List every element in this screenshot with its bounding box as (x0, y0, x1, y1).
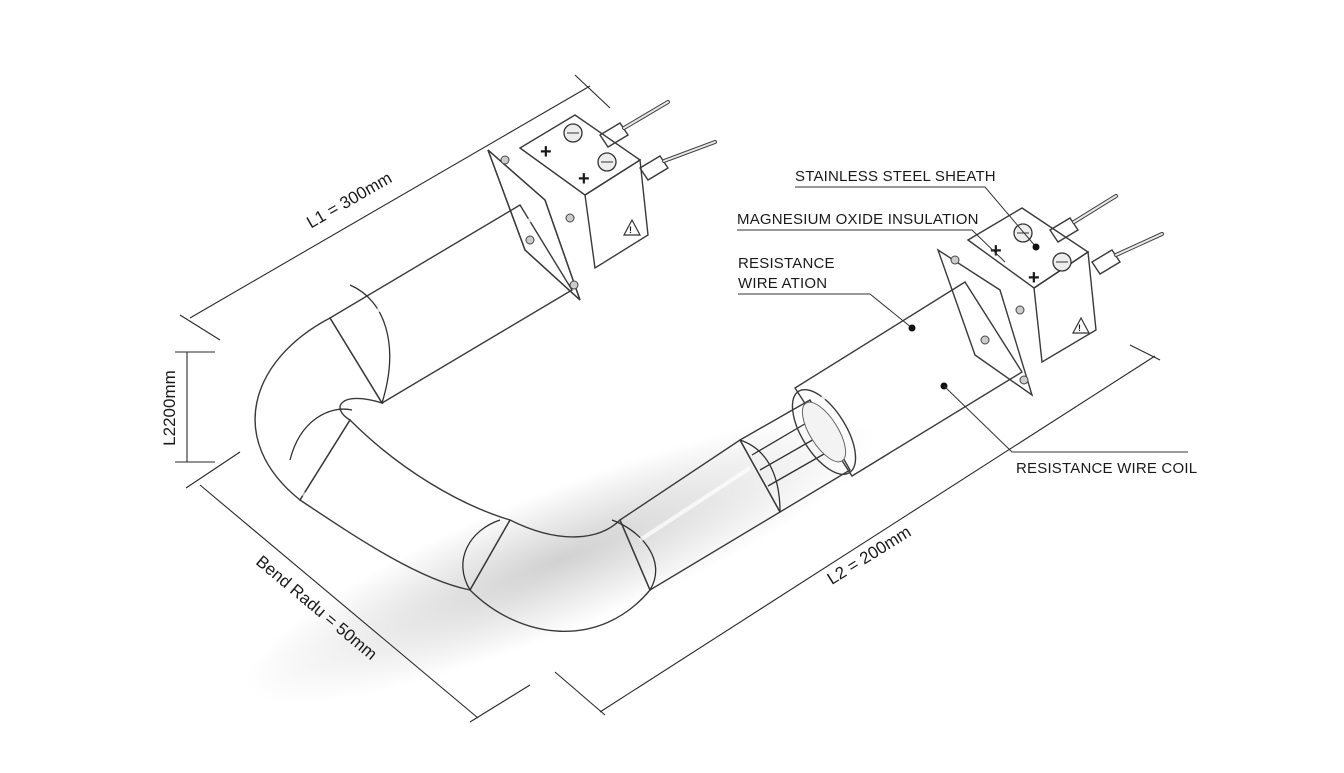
right-post-1 (1049, 217, 1079, 243)
right-flange (936, 248, 1034, 397)
left-block-front (584, 158, 649, 270)
callout-coil: RESISTANCE WIRE COIL (940, 382, 1197, 477)
upper-tube-run (329, 204, 573, 404)
svg-text:!: ! (629, 225, 632, 235)
svg-text:!: ! (1078, 323, 1081, 333)
callout-resistance-line2: WIRE ATION (738, 275, 827, 292)
seam-5 (739, 439, 781, 513)
seam-3 (462, 519, 501, 591)
left-post-2 (639, 155, 669, 181)
callout-resistance-line1: RESISTANCE (738, 255, 835, 272)
right-plus-1: + (990, 240, 1002, 262)
u-tube-body (254, 204, 1023, 632)
seam-4 (611, 519, 657, 591)
callout-resistance: RESISTANCE WIRE ATION (738, 255, 916, 332)
drop-shadow (243, 417, 877, 703)
dimension-height: L2200mm (160, 351, 215, 463)
callout-insulation-label: MAGNESIUM OXIDE INSULATION (737, 211, 979, 228)
left-terminal-assembly: + + ! (487, 100, 717, 301)
dim-l2-label: L2 = 200mm (824, 522, 915, 588)
left-bend (254, 317, 384, 502)
left-post-1 (599, 122, 629, 148)
dim-height-label: L2200mm (160, 370, 179, 446)
right-terminal-assembly: + + ! (936, 194, 1164, 397)
right-post-2 (1091, 249, 1121, 275)
seam-1 (349, 284, 391, 404)
dim-l1-label: L1 = 300mm (303, 168, 395, 232)
right-warning-icon (1072, 316, 1090, 334)
left-plus-1: + (540, 141, 552, 163)
callout-sheath-label: STAINLESS STEEL SHEATH (795, 168, 996, 185)
seam-2 (289, 408, 353, 461)
callout-insulation: MAGNESIUM OXIDE INSULATION (737, 211, 1006, 263)
right-plus-2: + (1028, 267, 1040, 289)
left-flange (487, 149, 581, 301)
left-plus-2: + (578, 168, 590, 190)
callout-coil-label: RESISTANCE WIRE COIL (1016, 460, 1197, 477)
exposed-core (739, 399, 851, 513)
callout-sheath: STAINLESS STEEL SHEATH (795, 168, 1040, 251)
left-warning-icon (623, 218, 641, 236)
